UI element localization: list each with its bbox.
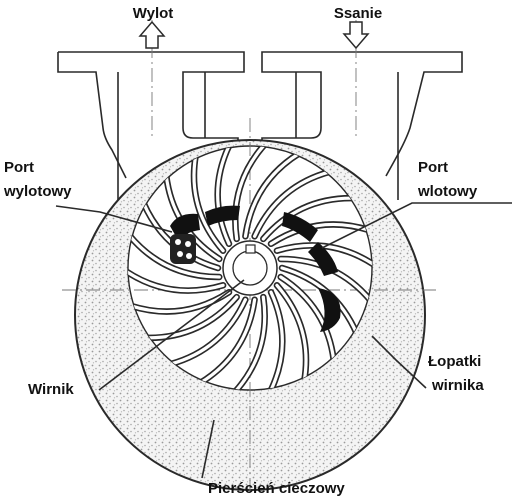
impeller-blades xyxy=(128,146,372,390)
impeller-blade-inner xyxy=(253,170,332,238)
impeller-blade-inner xyxy=(128,269,225,293)
impeller-blades-label-line1: Łopatki xyxy=(428,353,482,370)
impeller-blade-inner xyxy=(198,298,257,385)
impeller-blade-inner xyxy=(261,196,356,241)
gas-pockets xyxy=(170,205,341,332)
impeller-blade-inner xyxy=(144,295,239,340)
inlet-port-label-line2: wlotowy xyxy=(418,183,478,200)
suction-arrow-icon xyxy=(342,21,370,50)
liquid-ring-label: Pierścień cieczowy xyxy=(208,480,345,497)
impeller-hub xyxy=(222,240,278,296)
outlet-label: Wylot xyxy=(132,5,174,22)
pump-housing xyxy=(57,51,463,210)
impeller-blade-inner xyxy=(275,243,372,267)
leader-lines xyxy=(55,202,512,479)
impeller-blade-inner xyxy=(268,290,284,390)
impeller-blade-inner xyxy=(233,146,267,241)
impeller-blade-inner xyxy=(168,298,247,366)
impeller-blades-label-line2: wirnika xyxy=(432,377,484,394)
impeller-blade-inner xyxy=(128,233,221,279)
impeller-blade-inner xyxy=(279,275,336,363)
outlet-port-label-line2: wylotowy xyxy=(4,183,72,200)
impeller-blade-inner xyxy=(233,295,267,390)
outlet-arrow-icon xyxy=(138,20,166,49)
impeller-label: Wirnik xyxy=(28,381,74,398)
impeller-blade-inner xyxy=(216,146,232,246)
impeller-blade-inner xyxy=(192,153,225,253)
impeller-blade-inner xyxy=(275,283,308,383)
outlet-port xyxy=(170,234,196,264)
suction-label: Ssanie xyxy=(333,5,383,22)
impeller-blade-inner xyxy=(243,151,302,238)
inlet-port-label-line1: Port xyxy=(418,159,448,176)
outlet-port-label-line1: Port xyxy=(4,159,34,176)
impeller-blade-inner xyxy=(269,222,371,246)
